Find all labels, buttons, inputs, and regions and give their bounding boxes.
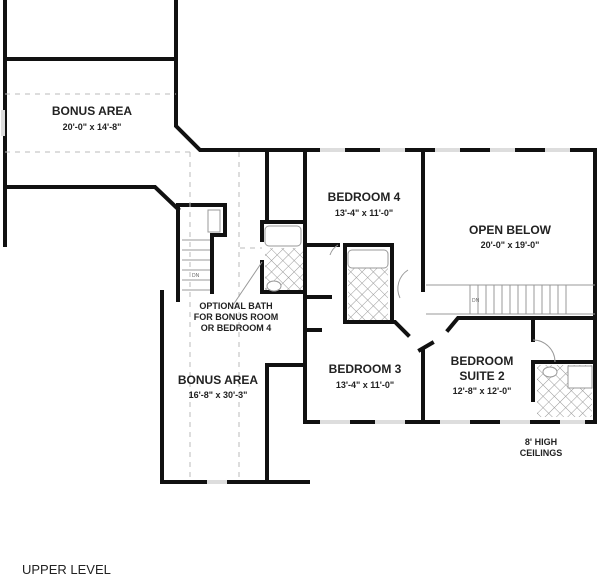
stair-label: DN (192, 273, 200, 279)
window (380, 148, 405, 152)
room-bonus-area-upper: BONUS AREA 20'-0" x 14'-8" (52, 104, 133, 132)
svg-text:BEDROOM 4: BEDROOM 4 (328, 190, 401, 204)
left-stair: DN (176, 203, 227, 302)
window (500, 420, 530, 424)
window (435, 148, 460, 152)
window (320, 148, 345, 152)
suite-sink (542, 366, 558, 378)
svg-text:BONUS AREA: BONUS AREA (178, 373, 259, 387)
level-caption: UPPER LEVEL (22, 562, 111, 577)
main-house-walls: DN (303, 148, 597, 424)
svg-text:13'-4" x 11'-0": 13'-4" x 11'-0" (335, 208, 393, 218)
svg-text:SUITE 2: SUITE 2 (459, 369, 505, 383)
window (440, 420, 470, 424)
ceiling-note: 8' HIGH CEILINGS (520, 437, 563, 458)
optional-bath-note: OPTIONAL BATH FOR BONUS ROOM OR BEDROOM … (194, 301, 279, 333)
svg-text:OPEN BELOW: OPEN BELOW (469, 223, 552, 237)
window (207, 480, 227, 484)
room-bedroom-4: BEDROOM 4 13'-4" x 11'-0" (328, 190, 401, 218)
room-bonus-area-lower: BONUS AREA 16'-8" x 30'-3" (178, 373, 259, 400)
window (545, 148, 570, 152)
svg-text:FOR BONUS ROOM: FOR BONUS ROOM (194, 312, 279, 322)
svg-text:BEDROOM 3: BEDROOM 3 (329, 362, 402, 376)
room-bedroom-suite-2: BEDROOM SUITE 2 12'-8" x 12'-0" (451, 354, 514, 396)
svg-text:20'-0" x 14'-8": 20'-0" x 14'-8" (63, 122, 122, 132)
svg-text:OR BEDROOM 4: OR BEDROOM 4 (201, 323, 272, 333)
window (490, 148, 515, 152)
stair-label: DN (472, 298, 480, 304)
bathtub (264, 225, 302, 247)
room-open-below: OPEN BELOW 20'-0" x 19'-0" (469, 223, 552, 250)
door-swing (329, 244, 339, 256)
sink (266, 280, 282, 292)
window (375, 420, 405, 424)
svg-text:BONUS AREA: BONUS AREA (52, 104, 133, 118)
svg-text:12'-8" x 12'-0": 12'-8" x 12'-0" (453, 386, 512, 396)
door-swing (532, 339, 556, 363)
hall-bath-tub (347, 249, 389, 269)
window (320, 420, 350, 424)
svg-text:CEILINGS: CEILINGS (520, 448, 563, 458)
svg-text:20'-0" x 19'-0": 20'-0" x 19'-0" (481, 240, 540, 250)
svg-text:BEDROOM: BEDROOM (451, 354, 514, 368)
svg-text:16'-8" x 30'-3": 16'-8" x 30'-3" (189, 390, 248, 400)
svg-text:OPTIONAL BATH: OPTIONAL BATH (199, 301, 272, 311)
door-swing (397, 269, 409, 299)
bonus-area-upper-walls (1, 0, 307, 247)
optional-bath (232, 148, 307, 306)
svg-text:8' HIGH: 8' HIGH (525, 437, 557, 447)
svg-text:13'-4" x 11'-0": 13'-4" x 11'-0" (336, 380, 394, 390)
shower (567, 365, 593, 389)
window (1, 110, 5, 136)
hall-bath-tile (348, 268, 388, 320)
room-bedroom-3: BEDROOM 3 13'-4" x 11'-0" (329, 362, 402, 390)
window (560, 420, 585, 424)
